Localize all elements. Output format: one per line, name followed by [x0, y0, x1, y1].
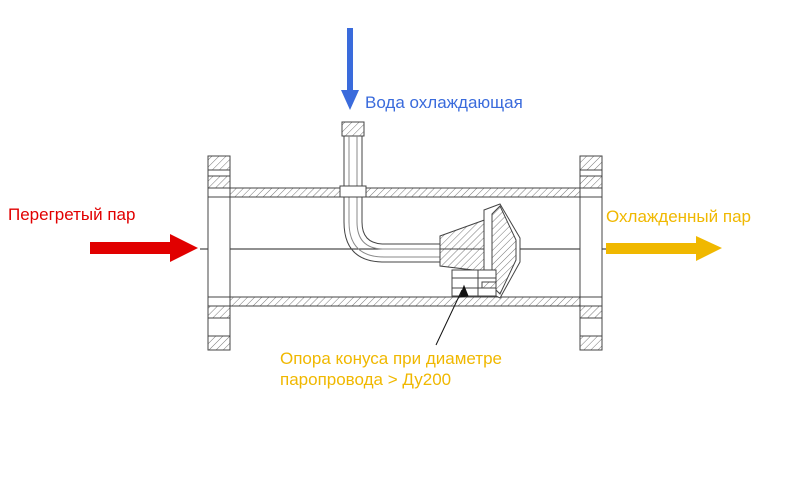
water-inlet-tube — [339, 121, 440, 263]
right-flange — [579, 155, 603, 351]
cone-support-label: Опора конуса при диаметре паропровода > … — [280, 348, 580, 390]
superheated-steam-arrow — [90, 234, 198, 262]
pipe-body — [200, 187, 606, 307]
water-label: Вода охлаждающая — [365, 93, 523, 112]
cone-nozzle-assembly — [439, 203, 521, 299]
water-arrow — [341, 28, 359, 110]
cone-support-label-line-1: Опора конуса при диаметре — [280, 349, 502, 368]
cooled-steam-label: Охлажденный пар — [606, 207, 751, 226]
left-flange — [207, 155, 231, 351]
cone-support-leader — [435, 284, 469, 346]
cooled-steam-arrow — [606, 236, 722, 261]
cone-support-label-line-2: паропровода > Ду200 — [280, 370, 452, 389]
superheated-steam-label: Перегретый пар — [8, 205, 136, 224]
